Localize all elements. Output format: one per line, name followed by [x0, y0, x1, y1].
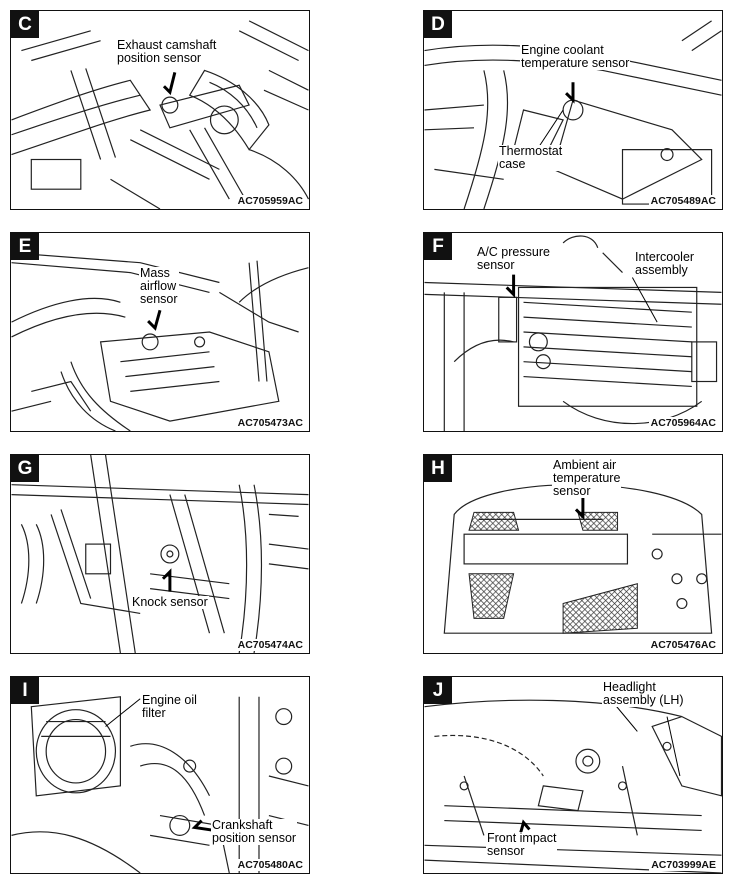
panel-letter: E — [11, 233, 39, 260]
knock-sensor-label: Knock sensor — [131, 595, 209, 609]
mass-airflow-illustration — [11, 252, 309, 431]
exhaust-camshaft-illustration — [11, 20, 309, 209]
panel-letter: J — [424, 677, 452, 704]
ambient-air-illustration — [443, 484, 722, 634]
intercooler-illustration — [424, 235, 722, 431]
panel-letter: I — [11, 677, 39, 704]
panel-g: G Knock sensor AC705474AC — [10, 454, 310, 654]
figure-code: AC705480AC — [235, 859, 305, 871]
panel-letter: H — [424, 455, 452, 482]
panel-letter: G — [11, 455, 39, 482]
figure-code: AC705959AC — [235, 195, 305, 207]
knock-sensor-illustration — [11, 455, 309, 653]
figure-code: AC705473AC — [235, 417, 305, 429]
coolant-temp-illustration — [424, 20, 722, 209]
panel-letter: D — [424, 11, 452, 38]
figure-code: AC705489AC — [648, 195, 718, 207]
panel-letter: F — [424, 233, 452, 260]
figure-code: AC703999AE — [649, 859, 718, 871]
figure-code: AC705474AC — [235, 639, 305, 651]
figure-code: AC705964AC — [648, 417, 718, 429]
panel-letter: C — [11, 11, 39, 38]
figure-code: AC705476AC — [648, 639, 718, 651]
crankshaft-illustration — [11, 696, 309, 873]
